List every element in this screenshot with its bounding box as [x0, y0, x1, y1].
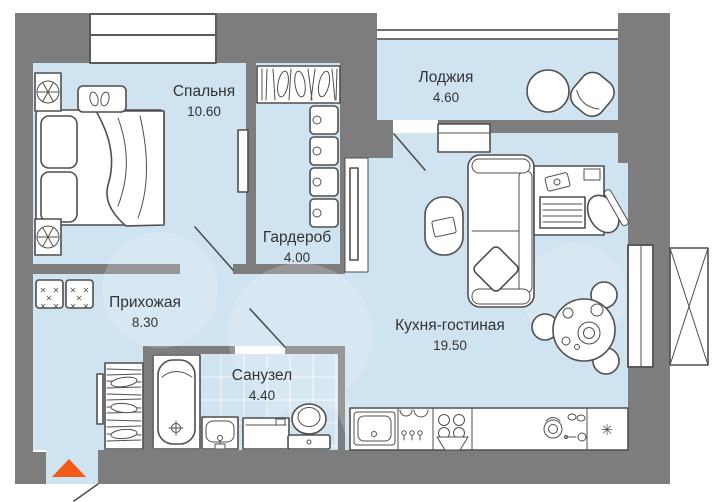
- room-name: Лоджия: [418, 69, 474, 86]
- wall-right: [628, 163, 670, 484]
- loggia-glazing: [375, 29, 618, 40]
- wall-wardrobe-right: [340, 158, 345, 270]
- entrance-door-swing: [73, 483, 99, 502]
- entrance-marker-icon: [52, 459, 86, 477]
- room-area: 4.40: [248, 388, 276, 404]
- wall-bath-top-left: [143, 346, 235, 354]
- label-bedroom: Спальня 10.60: [142, 82, 266, 121]
- room-area: 4.00: [283, 250, 311, 266]
- wall-bedroom-bottom: [33, 264, 180, 274]
- wall-right-top: [618, 13, 670, 163]
- room-kitchen-floor: [345, 158, 628, 450]
- room-hallway-floor2: [33, 346, 143, 450]
- room-area: 8.30: [131, 315, 159, 331]
- wall-bottom: [98, 450, 670, 484]
- wall-bath-left: [143, 346, 152, 450]
- room-name: Кухня-гостиная: [395, 317, 505, 334]
- wall-bedroom-wardrobe: [246, 63, 256, 264]
- label-loggia: Лоджия 4.60: [384, 68, 508, 107]
- french-balcony-icon: [669, 247, 709, 366]
- wall-bath-top-right: [285, 346, 345, 354]
- wall-loggia-bottom: [438, 120, 618, 133]
- label-bathroom: Санузел 4.40: [200, 366, 324, 405]
- room-kitchen-floor2: [393, 133, 618, 158]
- room-area: 10.60: [187, 104, 221, 120]
- room-name: Спальня: [172, 83, 236, 100]
- room-name: Гардероб: [262, 229, 332, 246]
- wall-kitchen-nw: [340, 120, 393, 158]
- room-area: 4.60: [432, 90, 460, 106]
- wall-top: [15, 13, 377, 63]
- wall-left: [15, 13, 33, 452]
- room-name: Санузел: [231, 367, 293, 384]
- label-wardrobe: Гардероб 4.00: [235, 228, 359, 267]
- label-hallway: Прихожая 8.30: [83, 293, 207, 332]
- label-kitchen-living: Кухня-гостиная 19.50: [356, 316, 544, 355]
- room-area: 19.50: [433, 338, 467, 354]
- room-name: Прихожая: [109, 294, 181, 311]
- wall-bath-kitchen: [338, 346, 345, 450]
- wall-wardrobe-bottom: [233, 264, 345, 274]
- wall-left-bottom: [15, 452, 46, 484]
- wall-wardrobe-loggia: [340, 63, 377, 120]
